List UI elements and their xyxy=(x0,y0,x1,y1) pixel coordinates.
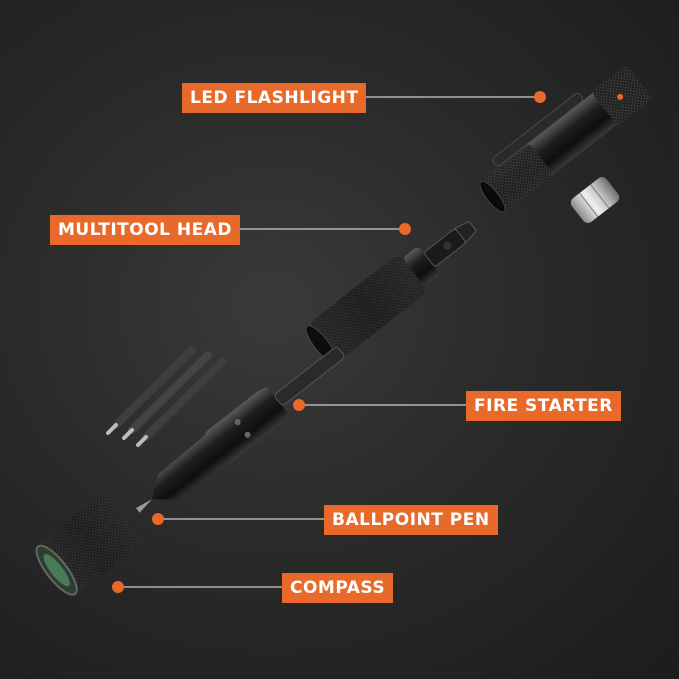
callout-multitool-head: MULTITOOL HEAD xyxy=(50,215,241,245)
compass-cap xyxy=(35,496,141,596)
leader-lines xyxy=(118,96,538,588)
callout-ballpoint-pen: BALLPOINT PEN xyxy=(324,505,498,535)
callout-led-flashlight: LED FLASHLIGHT xyxy=(182,83,367,113)
led-flashlight xyxy=(479,66,651,213)
ballpoint-pen xyxy=(135,347,345,513)
multitool-grip xyxy=(305,220,477,364)
callout-compass: COMPASS xyxy=(282,573,394,603)
callout-fire-starter: FIRE STARTER xyxy=(466,391,621,421)
pen-refills xyxy=(106,346,226,447)
callout-dots xyxy=(112,91,546,593)
silver-cap xyxy=(570,177,620,223)
